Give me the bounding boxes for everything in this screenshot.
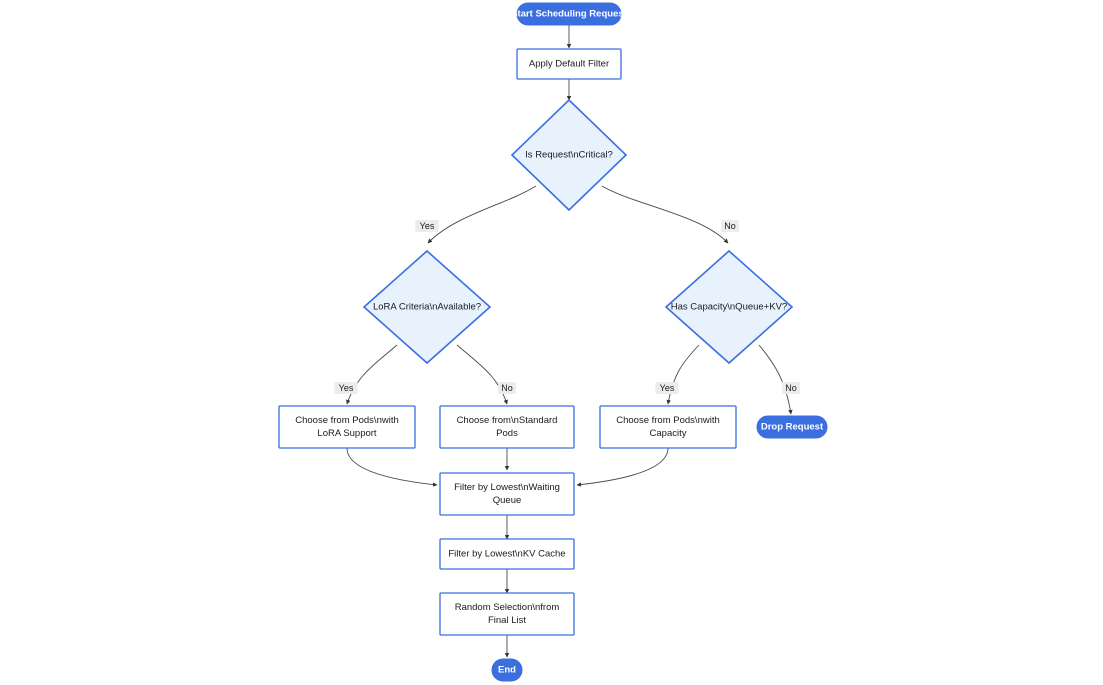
edge-label-background: [334, 382, 358, 394]
node-label-line: Capacity: [650, 428, 687, 439]
decision-shape: [510, 98, 628, 212]
process-shape: [278, 405, 416, 449]
node-label-line: Choose from Pods\nwith: [616, 415, 720, 426]
process-shape: [516, 48, 622, 80]
node-label-line: End: [498, 665, 516, 676]
node-start[interactable]: Start Scheduling Request: [511, 2, 628, 26]
node-is_request_critical[interactable]: Is Request\nCritical?: [510, 98, 628, 212]
edge-label-e7: Yes: [655, 382, 679, 394]
edge-label-e3: Yes: [415, 220, 439, 232]
node-label-line: Pods: [496, 428, 518, 439]
node-label-line: LoRA Criteria\nAvailable?: [373, 302, 481, 313]
node-label-line: Start Scheduling Request: [511, 9, 627, 20]
edge-is_request_critical-to-has_capacity: [601, 185, 729, 244]
process-shape: [439, 405, 575, 449]
edge-label-background: [655, 382, 679, 394]
node-end[interactable]: End: [491, 658, 523, 682]
process-shape: [439, 538, 575, 570]
edge-label-background: [415, 220, 439, 232]
node-label-line: LoRA Support: [317, 428, 377, 439]
process-shape: [439, 592, 575, 636]
edge-lora_criteria_available-to-choose_standard_pods: [456, 344, 508, 405]
node-label-line: Choose from\nStandard: [457, 415, 558, 426]
node-label-line: Drop Request: [761, 422, 824, 433]
node-label-line: Final List: [488, 615, 526, 626]
terminal-shape: [756, 415, 828, 439]
node-label-line: Is Request\nCritical?: [525, 150, 613, 161]
node-filter_kv_cache[interactable]: Filter by Lowest\nKV Cache: [439, 538, 575, 570]
node-label-line: Choose from Pods\nwith: [295, 415, 399, 426]
edge-label-text: Yes: [420, 221, 435, 231]
process-shape: [439, 472, 575, 516]
node-drop_request[interactable]: Drop Request: [756, 415, 828, 439]
edge-label-e5: Yes: [334, 382, 358, 394]
edge-label-background: [782, 382, 800, 394]
node-label-line: Apply Default Filter: [529, 59, 609, 70]
decision-shape: [362, 249, 492, 365]
edge-label-text: Yes: [339, 383, 354, 393]
node-label-line: Filter by Lowest\nWaiting: [454, 482, 560, 493]
edge-label-e4: No: [721, 220, 739, 232]
node-lora_criteria_available[interactable]: LoRA Criteria\nAvailable?: [362, 249, 492, 365]
edges-layer: [346, 25, 793, 658]
node-label-line: Filter by Lowest\nKV Cache: [448, 549, 565, 560]
terminal-shape: [516, 2, 622, 26]
edge-label-text: No: [501, 383, 513, 393]
node-has_capacity[interactable]: Has Capacity\nQueue+KV?: [664, 249, 794, 365]
edge-label-background: [498, 382, 516, 394]
edge-has_capacity-to-choose_capacity_pods: [666, 344, 700, 405]
edge-label-background: [721, 220, 739, 232]
node-apply_default_filter[interactable]: Apply Default Filter: [516, 48, 622, 80]
edge-label-text: No: [785, 383, 797, 393]
edge-choose_capacity_pods-to-filter_waiting_queue: [576, 447, 669, 487]
edge-label-text: Yes: [660, 383, 675, 393]
edge-has_capacity-to-drop_request: [758, 344, 793, 415]
edge-label-text: No: [724, 221, 736, 231]
edge-choose_lora_pods-to-filter_waiting_queue: [346, 447, 438, 487]
edge-label-e8: No: [782, 382, 800, 394]
node-label-line: Random Selection\nfrom: [455, 602, 560, 613]
terminal-shape: [491, 658, 523, 682]
edge-is_request_critical-to-lora_criteria_available: [427, 185, 537, 244]
edge-lora_criteria_available-to-choose_lora_pods: [346, 344, 398, 405]
decision-shape: [664, 249, 794, 365]
node-label-line: Has Capacity\nQueue+KV?: [671, 302, 787, 313]
edge-label-e6: No: [498, 382, 516, 394]
process-shape: [599, 405, 737, 449]
node-label-line: Queue: [493, 495, 522, 506]
